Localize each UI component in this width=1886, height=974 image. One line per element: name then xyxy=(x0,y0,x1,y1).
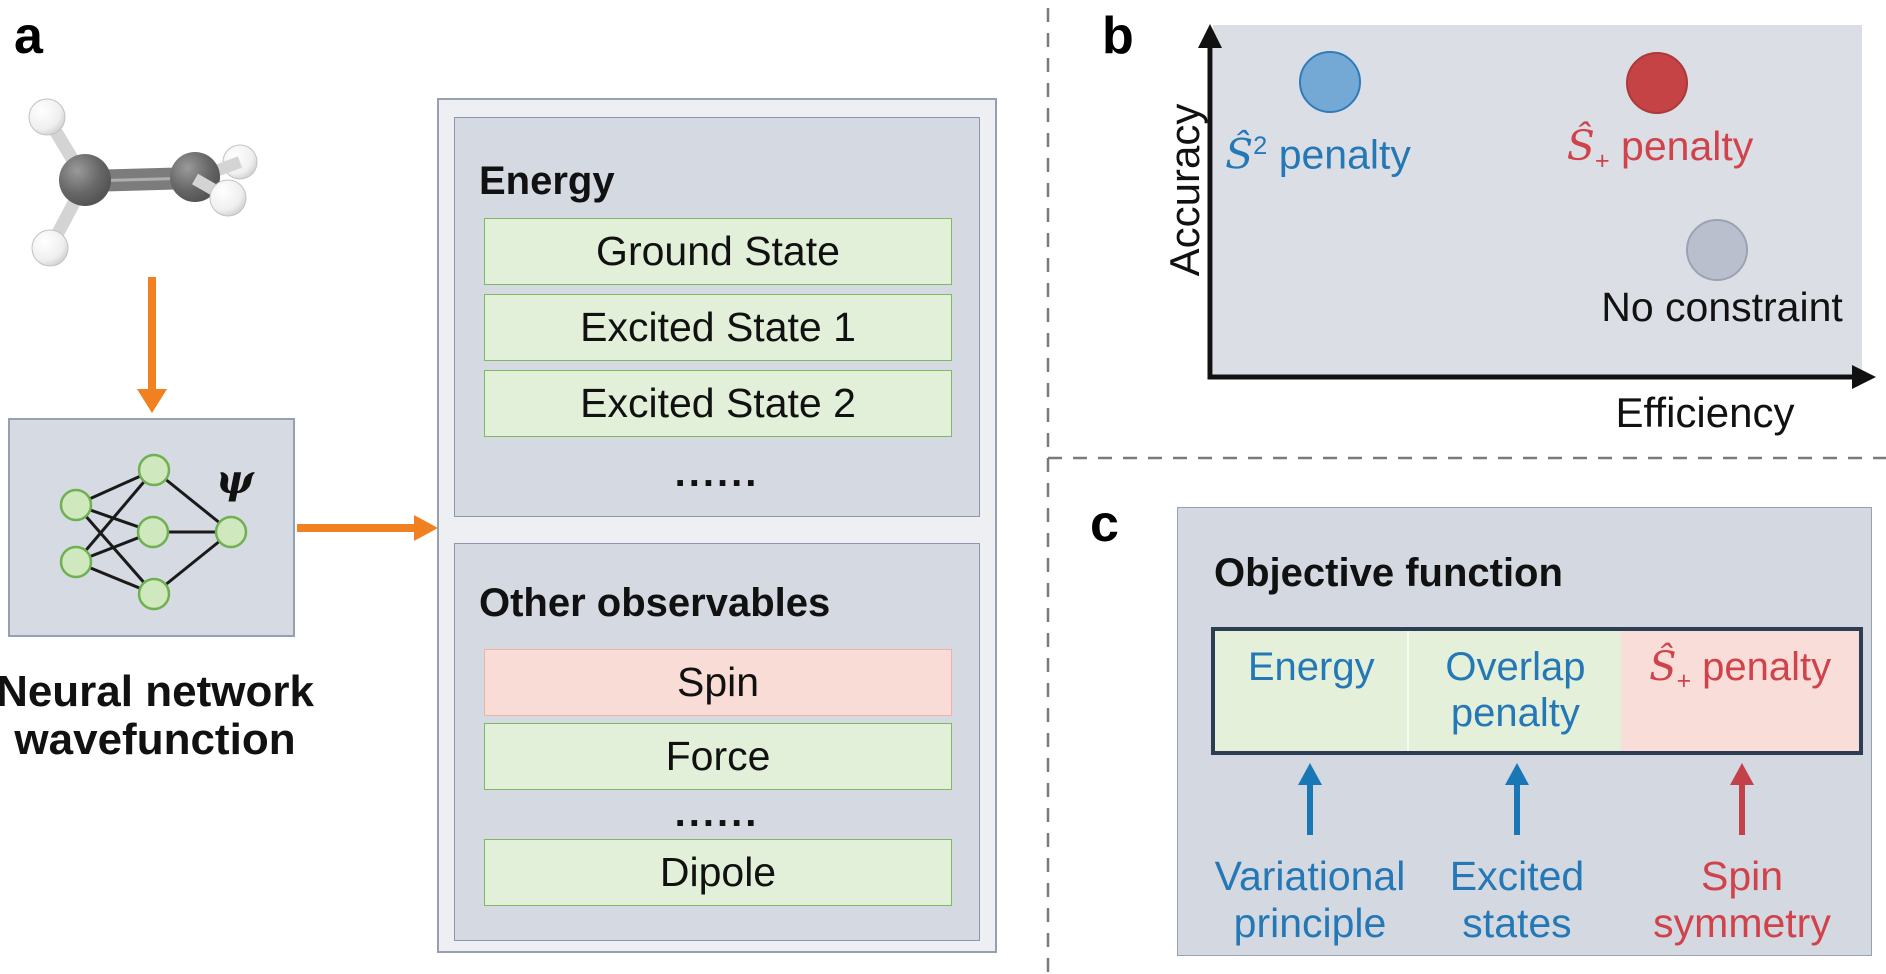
row-spin: Spin xyxy=(484,649,952,716)
objective-function-title: Objective function xyxy=(1214,551,1563,595)
energy-ellipsis: ...... xyxy=(674,451,760,495)
s-hat-symbol: Ŝ xyxy=(1566,122,1595,170)
flow-arrow-right xyxy=(297,515,438,541)
label-excited-states: Excited states xyxy=(1449,853,1585,946)
row-excited-state-2: Excited State 2 xyxy=(484,370,952,437)
molecule-illustration xyxy=(28,98,258,267)
arrow-spin-symmetry xyxy=(1730,763,1754,837)
splus-penalty-dot xyxy=(1626,52,1688,114)
nn-caption: Neural network wavefunction xyxy=(0,668,320,764)
outputs-panel: Energy Ground State Excited State 1 Exci… xyxy=(437,98,997,953)
s2-penalty-dot xyxy=(1299,51,1361,113)
nn-nodes xyxy=(59,453,248,611)
superscript-2: 2 xyxy=(1253,132,1268,160)
segment-energy: Energy xyxy=(1215,631,1410,751)
observables-ellipsis: ...... xyxy=(674,791,760,835)
label-spin-symmetry: Spin symmetry xyxy=(1653,853,1831,946)
s-hat-symbol: Ŝ xyxy=(1649,644,1677,690)
accuracy-axis-label: Accuracy xyxy=(1161,103,1208,277)
penalty-text: penalty xyxy=(1267,131,1411,178)
panel-c-label: c xyxy=(1090,495,1119,553)
overlap-line1: Overlap xyxy=(1445,645,1586,689)
arrow-variational-principle xyxy=(1298,763,1322,837)
hydrogen-atom xyxy=(31,229,69,267)
nn-caption-line2: wavefunction xyxy=(14,715,296,764)
efficiency-axis-label: Efficiency xyxy=(1615,389,1795,436)
energy-title: Energy xyxy=(479,159,615,203)
no-constraint-dot xyxy=(1686,219,1748,281)
neural-network-box: ψ xyxy=(8,418,295,637)
penalty-text: penalty xyxy=(1609,123,1754,169)
panel-b-label: b xyxy=(1102,7,1134,65)
row-force: Force xyxy=(484,723,952,790)
subscript-plus: + xyxy=(1676,668,1692,695)
observables-title: Other observables xyxy=(479,581,831,625)
hydrogen-atom xyxy=(28,98,66,136)
row-ground-state: Ground State xyxy=(484,218,952,285)
segment-overlap-penalty: Overlap penalty xyxy=(1409,631,1622,751)
objective-bar: Energy Overlap penalty Ŝ+ penalty xyxy=(1211,627,1863,755)
row-dipole: Dipole xyxy=(484,839,952,906)
no-constraint-label: No constraint xyxy=(1601,284,1843,330)
overlap-line2: penalty xyxy=(1450,691,1580,735)
psi-symbol: ψ xyxy=(216,456,254,503)
panel-a-label: a xyxy=(14,7,43,65)
s2-penalty-label: Ŝ2 penalty xyxy=(1178,122,1458,179)
objective-function-box: Objective function Energy Overlap penalt… xyxy=(1177,507,1872,956)
splus-penalty-label: Ŝ+ penalty xyxy=(1520,122,1800,185)
s-hat-symbol: Ŝ xyxy=(1225,130,1254,179)
neural-network-graph xyxy=(59,453,248,611)
arrow-excited-states xyxy=(1505,763,1529,837)
hydrogen-atom xyxy=(209,179,247,217)
energy-box: Energy Ground State Excited State 1 Exci… xyxy=(454,117,980,517)
segment-splus-penalty: Ŝ+ penalty xyxy=(1621,631,1859,751)
nn-caption-line1: Neural network xyxy=(0,667,314,716)
row-excited-state-1: Excited State 1 xyxy=(484,294,952,361)
observables-box: Other observables Spin Force ...... Dipo… xyxy=(454,543,980,941)
penalty-text: penalty xyxy=(1691,645,1832,689)
label-variational-principle: Variational principle xyxy=(1214,853,1406,946)
carbon-atom xyxy=(59,154,111,206)
flow-arrow-down xyxy=(137,277,167,413)
subscript-plus: + xyxy=(1594,147,1610,176)
